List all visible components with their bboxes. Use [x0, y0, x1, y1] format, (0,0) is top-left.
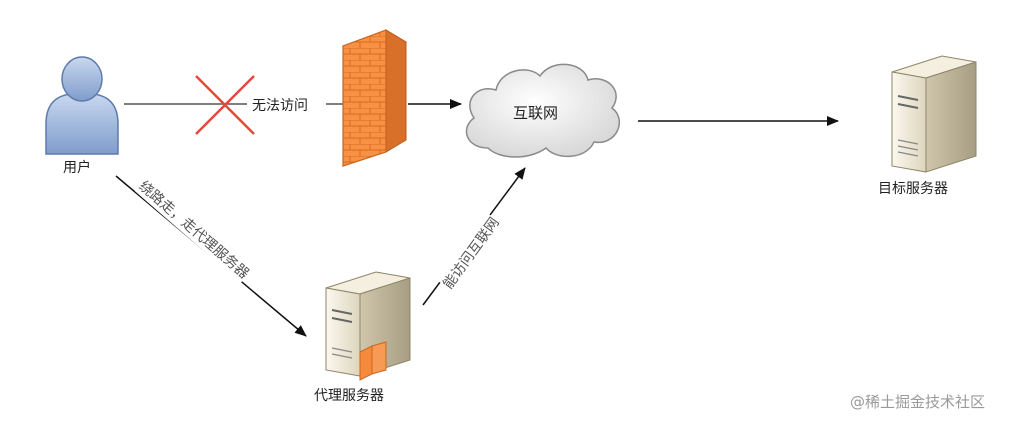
- proxy-server-icon: [325, 271, 411, 381]
- user-label: 用户: [63, 160, 91, 176]
- internet-cloud-icon: [465, 63, 621, 158]
- target-server-label: 目标服务器: [878, 181, 948, 197]
- watermark: @稀土掘金技术社区: [850, 393, 986, 411]
- user-icon: [45, 56, 119, 155]
- proxy-server-label: 代理服务器: [314, 388, 384, 404]
- internet-label: 互联网: [513, 104, 559, 122]
- blocked-x-icon: [195, 75, 255, 135]
- blocked-edge-label: 无法访问: [250, 95, 310, 115]
- firewall-icon: [341, 29, 408, 167]
- target-server-icon: [891, 55, 977, 173]
